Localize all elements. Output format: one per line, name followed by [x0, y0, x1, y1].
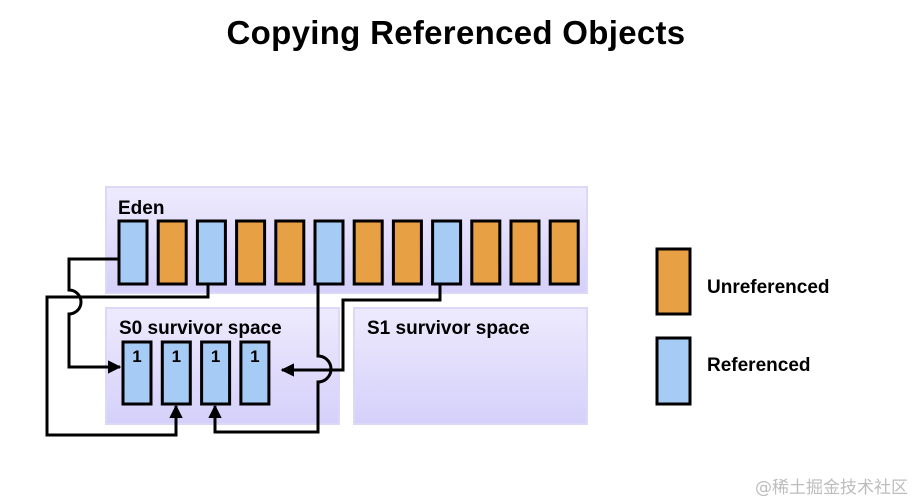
eden-block-unreferenced	[235, 219, 267, 286]
legend-item-unreferenced: Unreferenced	[655, 247, 830, 316]
s0-block-age: 1	[132, 347, 141, 366]
s1-label: S1 survivor space	[367, 318, 530, 339]
legend: Unreferenced Referenced	[655, 247, 830, 406]
s0-block	[200, 340, 232, 406]
diagram-title: Copying Referenced Objects	[226, 14, 686, 51]
s0-block	[121, 340, 153, 406]
eden-label: Eden	[118, 198, 164, 219]
eden-block-unreferenced	[352, 219, 384, 286]
copy-arrow-2	[45, 284, 210, 437]
eden-block-unreferenced	[156, 219, 188, 286]
watermark: @稀土掘金技术社区	[755, 478, 908, 498]
eden-block-referenced	[313, 219, 345, 286]
copy-arrows	[45, 257, 442, 437]
s0-block-age: 1	[172, 347, 181, 366]
copy-arrow-4	[280, 284, 442, 377]
s0-block	[239, 340, 271, 406]
eden-block-unreferenced	[509, 219, 541, 286]
legend-swatch-unreferenced	[655, 247, 692, 316]
s0-region: S0 survivor space 1 1 1 1	[105, 307, 340, 425]
eden-block-unreferenced	[391, 219, 423, 286]
eden-block-unreferenced	[274, 219, 306, 286]
s0-block-age: 1	[250, 347, 259, 366]
s1-region: S1 survivor space	[353, 307, 588, 425]
eden-block-referenced	[117, 219, 149, 286]
s0-blocks: 1 1 1 1	[121, 340, 271, 406]
eden-block-unreferenced	[470, 219, 502, 286]
eden-block-referenced	[431, 219, 463, 286]
legend-swatch-referenced	[655, 336, 692, 406]
eden-block-referenced	[195, 219, 227, 286]
legend-label-referenced: Referenced	[707, 355, 811, 376]
copy-arrow-3	[208, 284, 333, 434]
legend-label-unreferenced: Unreferenced	[707, 277, 830, 298]
s0-label: S0 survivor space	[119, 318, 282, 339]
eden-region: Eden	[105, 186, 588, 294]
legend-item-referenced: Referenced	[655, 336, 811, 406]
copy-arrow-1	[67, 257, 122, 374]
eden-blocks	[117, 219, 580, 286]
eden-block-unreferenced	[548, 219, 580, 286]
s0-block-age: 1	[211, 347, 220, 366]
s0-block	[160, 340, 192, 406]
